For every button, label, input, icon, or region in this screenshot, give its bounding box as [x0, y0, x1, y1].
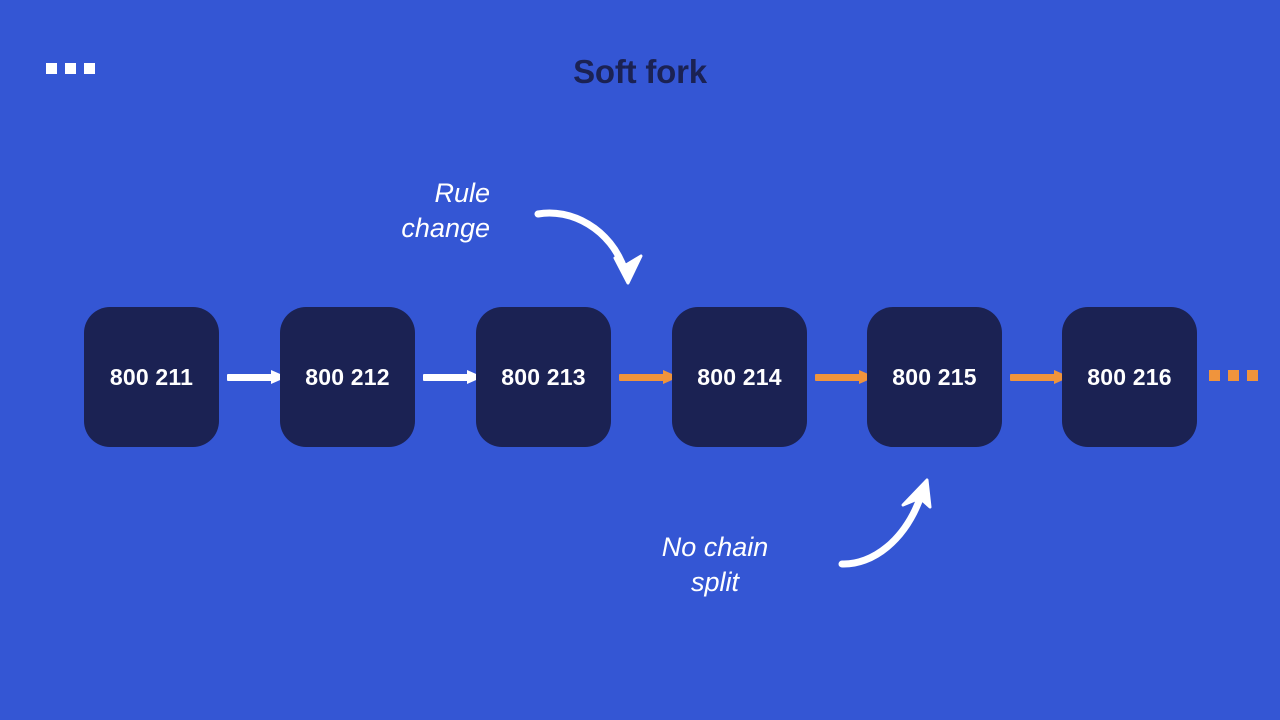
block-height-label: 800 215: [892, 363, 977, 390]
blockchain-row: 800 211 800 212 800 213 800 214: [0, 307, 1280, 447]
chain-arrow-right-icon: [227, 370, 287, 385]
chain-arrow-right-icon: [1010, 370, 1070, 385]
arrow-shaft: [619, 374, 665, 381]
ellipsis-dot: [1247, 370, 1258, 381]
arrow-shaft: [1010, 374, 1056, 381]
arrow-shaft: [815, 374, 861, 381]
ellipsis-dot: [65, 63, 76, 74]
block-height-label: 800 216: [1087, 363, 1172, 390]
block-node[interactable]: 800 212: [280, 307, 415, 447]
arrow-shaft: [227, 374, 273, 381]
chain-arrow-right-icon: [619, 370, 679, 385]
block-node[interactable]: 800 216: [1062, 307, 1197, 447]
ellipsis-dot: [84, 63, 95, 74]
block-node[interactable]: 800 215: [867, 307, 1002, 447]
block-height-label: 800 214: [697, 363, 782, 390]
block-height-label: 800 211: [109, 363, 194, 390]
no-chain-split-annotation-label: No chain split: [661, 532, 769, 597]
rule-change-annotation-label: Rule change: [401, 178, 490, 243]
rule-change-curved-arrow-icon: [534, 209, 643, 285]
trailing-ellipsis: [1209, 370, 1258, 381]
block-node[interactable]: 800 213: [476, 307, 611, 447]
no-chain-split-curved-arrow-icon: [838, 478, 932, 568]
page-title: Soft fork: [573, 53, 707, 90]
ellipsis-dot: [1209, 370, 1220, 381]
block-node[interactable]: 800 214: [672, 307, 807, 447]
block-height-label: 800 213: [501, 363, 586, 390]
arrow-shaft: [423, 374, 469, 381]
block-node[interactable]: 800 211: [84, 307, 219, 447]
block-height-label: 800 212: [305, 363, 390, 390]
leading-ellipsis: [46, 63, 95, 74]
ellipsis-dot: [46, 63, 57, 74]
chain-arrow-right-icon: [815, 370, 875, 385]
chain-arrow-right-icon: [423, 370, 483, 385]
ellipsis-dot: [1228, 370, 1239, 381]
